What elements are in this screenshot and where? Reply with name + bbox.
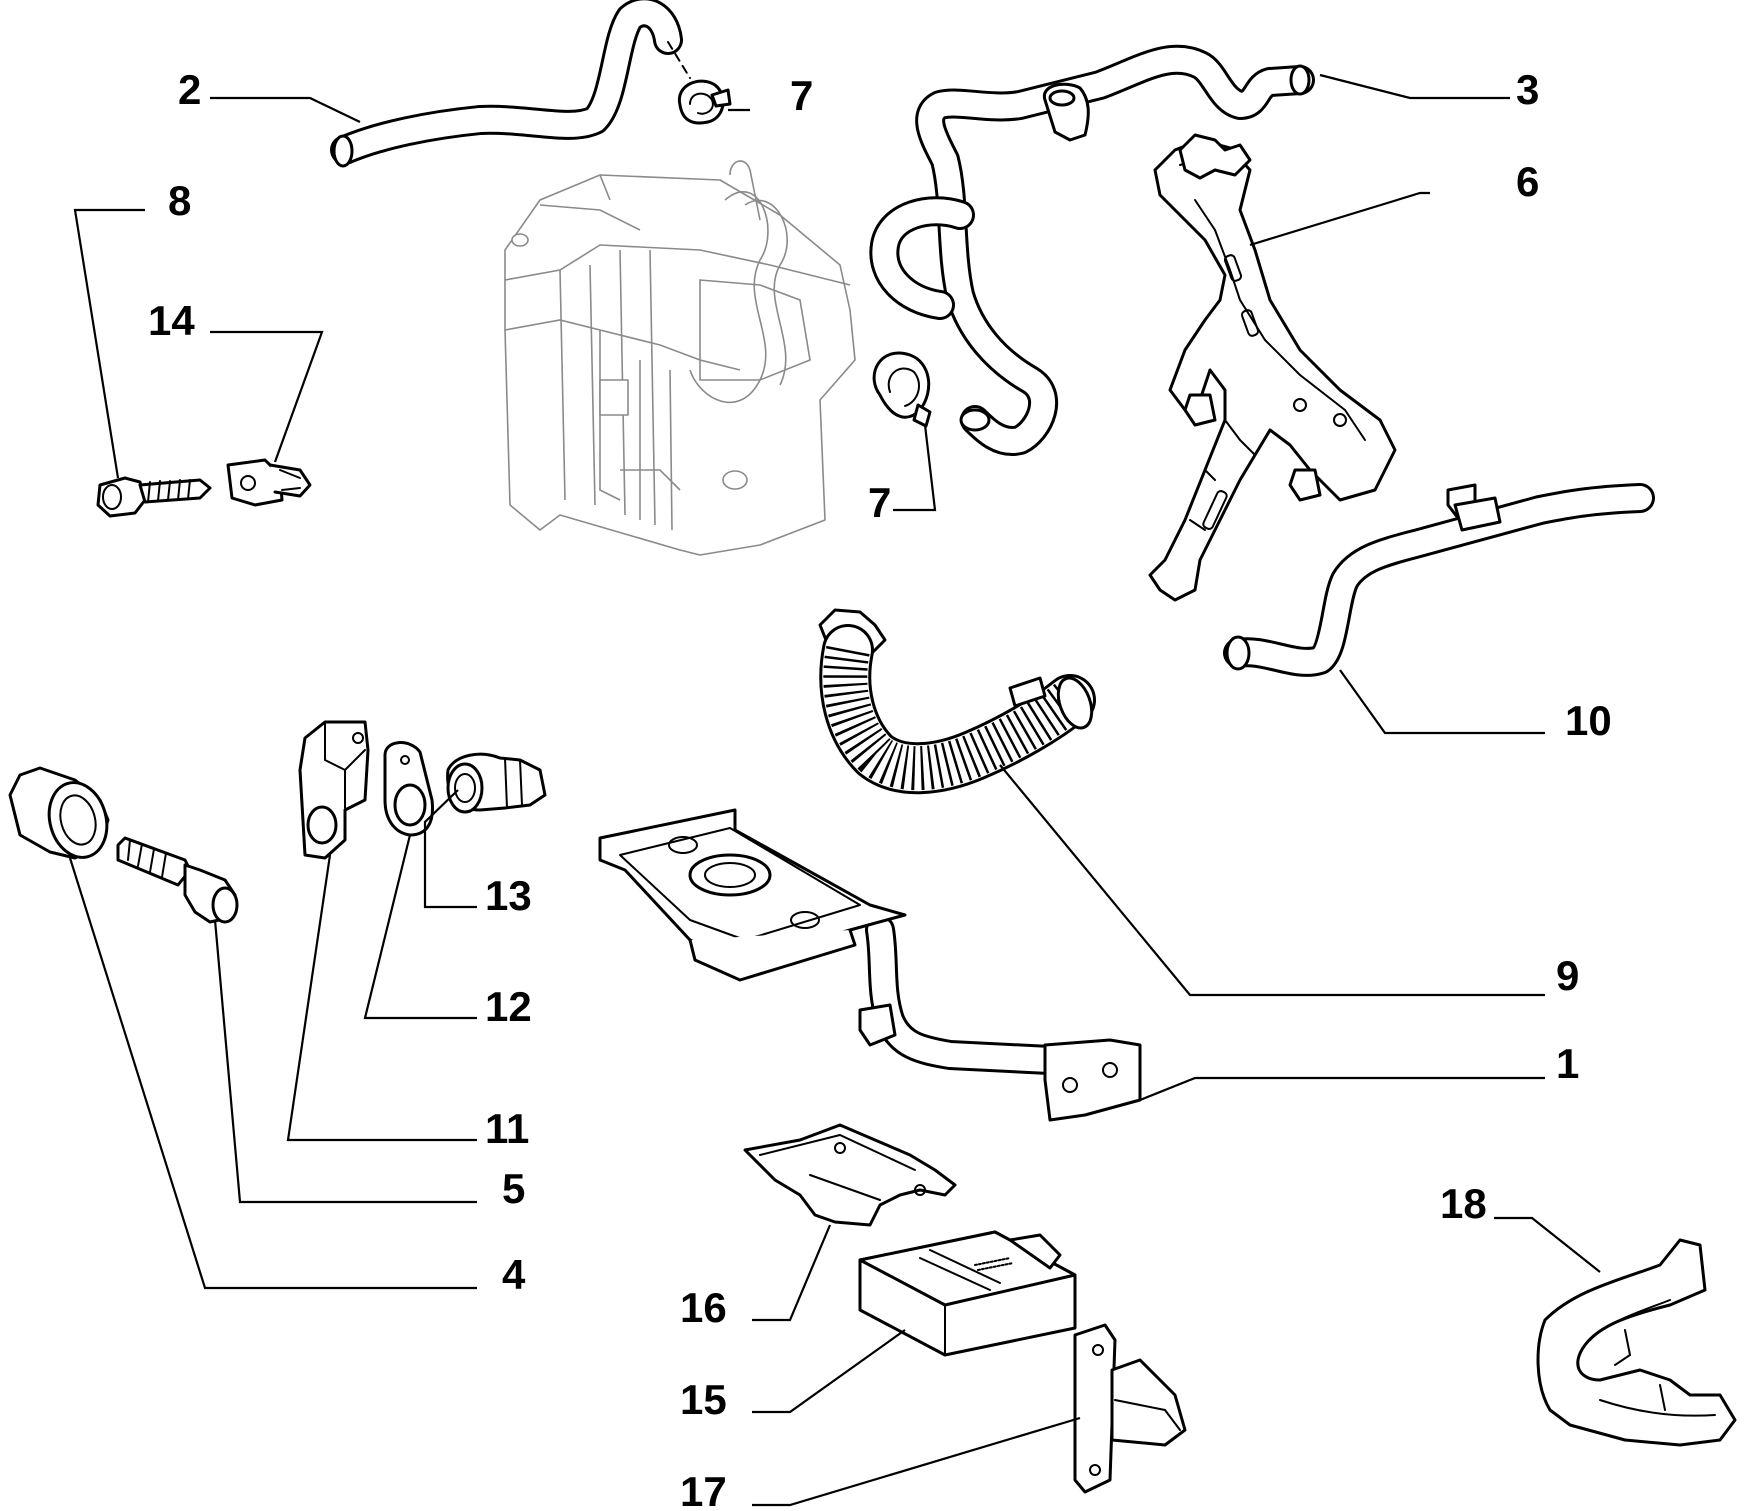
callout-18: 18: [1440, 1180, 1487, 1227]
callout-10: 10: [1565, 697, 1612, 744]
callout-7-upper: 7: [790, 72, 813, 119]
hose-part-2: [330, 0, 691, 168]
callout-13: 13: [485, 872, 532, 919]
callout-9: 9: [1556, 952, 1579, 999]
control-module-part-15: [858, 1230, 1077, 1357]
hose-clamp-part-7-lower: [872, 351, 932, 428]
callout-14: 14: [148, 297, 195, 344]
leader-lines: [68, 73, 1601, 1507]
callout-11: 11: [485, 1105, 529, 1152]
callout-15: 15: [680, 1376, 727, 1423]
callout-3: 3: [1516, 66, 1539, 113]
callout-17: 17: [680, 1468, 727, 1511]
callout-5: 5: [502, 1165, 525, 1212]
bracket-part-6: [1148, 133, 1397, 602]
callout-7-lower: 7: [868, 479, 891, 526]
callout-4: 4: [502, 1251, 526, 1298]
grommet-part-13: [446, 752, 547, 814]
mounting-plate-part-16: [743, 1123, 957, 1227]
bracket-part-17: [1073, 1323, 1187, 1494]
callout-12: 12: [485, 983, 532, 1030]
clamp-clip-part-18: [1536, 1238, 1737, 1447]
screw-part-5: [116, 836, 239, 924]
callout-6: 6: [1516, 158, 1539, 205]
pipe-part-10: [1223, 483, 1655, 677]
heater-unit-reference: [504, 160, 856, 556]
hose-part-3: [869, 44, 1315, 456]
bushing-part-4: [8, 766, 110, 860]
tray-bracket-part-1: [598, 808, 1142, 1122]
callout-1: 1: [1556, 1040, 1579, 1087]
callout-2: 2: [178, 66, 201, 113]
corrugated-hose-part-9: [818, 608, 1096, 795]
gasket-part-12: [383, 741, 435, 837]
screw-part-8: [96, 476, 212, 518]
hose-clamp-part-7-upper: [677, 79, 732, 125]
callout-labels: 2 7 3 6 8 14 7 10 13 12 9 1 11 5 4 18 16…: [148, 66, 1612, 1511]
clip-part-14: [226, 458, 312, 507]
callout-8: 8: [168, 177, 191, 224]
callout-16: 16: [680, 1284, 727, 1331]
bracket-plate-part-11: [298, 720, 370, 860]
